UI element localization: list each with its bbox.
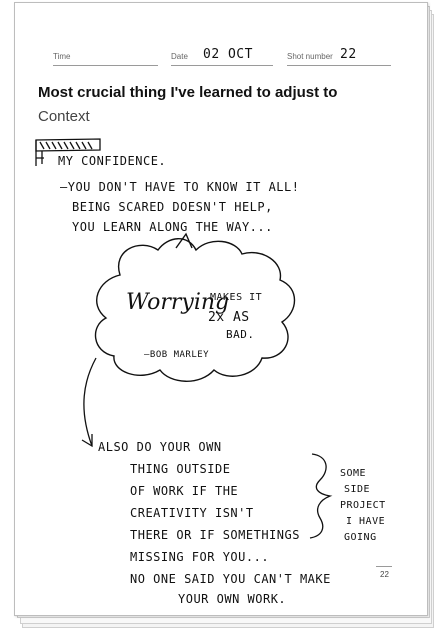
shot-number-underline (287, 65, 391, 66)
bottom-line-8: YOUR OWN WORK. (178, 592, 287, 606)
arrow-line (83, 357, 97, 447)
bottom-line-2: THING OUTSIDE (130, 462, 231, 476)
banner-doodle (35, 138, 101, 166)
shot-number-value: 22 (340, 47, 357, 62)
side-brace (309, 453, 333, 539)
date-value: 02 OCT (203, 47, 253, 62)
side-note-line-5: GOING (344, 532, 377, 543)
date-label: Date (171, 52, 188, 61)
bottom-line-6: MISSING FOR YOU... (130, 550, 270, 564)
speech-cloud (94, 238, 296, 382)
cloud-2x: 2x AS (208, 310, 250, 325)
cloud-tail (175, 232, 193, 249)
bottom-line-1: ALSO DO YOUR OWN (98, 440, 222, 454)
page-subtitle: Context (38, 108, 90, 125)
time-label: Time (53, 52, 71, 61)
bottom-line-5: THERE OR IF SOMETHINGS (130, 528, 300, 542)
confidence-line-3: YOU LEARN ALONG THE WAY... (72, 220, 273, 234)
bottom-line-7: NO ONE SAID YOU CAN'T MAKE (130, 572, 331, 586)
bottom-line-3: OF WORK IF THE (130, 484, 239, 498)
side-note-line-2: SIDE (344, 484, 371, 495)
date-underline (171, 65, 273, 66)
side-note-line-4: I HAVE (346, 516, 386, 527)
bottom-line-4: CREATIVITY ISN'T (130, 506, 254, 520)
cloud-word: Worrying (126, 290, 230, 315)
page-number-rule (376, 566, 392, 567)
side-note-line-3: PROJECT (340, 500, 386, 511)
time-underline (53, 65, 158, 66)
arrow-head (81, 434, 93, 448)
side-note-line-1: SOME (340, 468, 367, 479)
cloud-bad: BAD. (226, 328, 255, 341)
cloud-makes: MAKES IT (210, 292, 263, 303)
cloud-attribution: —BOB MARLEY (144, 350, 210, 360)
page-number: 22 (380, 570, 389, 579)
confidence-heading: MY CONFIDENCE. (58, 154, 167, 168)
confidence-line-2: BEING SCARED DOESN'T HELP, (72, 200, 273, 214)
notebook-page (14, 2, 428, 616)
page-title: Most crucial thing I've learned to adjus… (38, 84, 338, 101)
shot-number-label: Shot number (287, 52, 333, 61)
confidence-line-1: —YOU DON'T HAVE TO KNOW IT ALL! (60, 180, 300, 194)
